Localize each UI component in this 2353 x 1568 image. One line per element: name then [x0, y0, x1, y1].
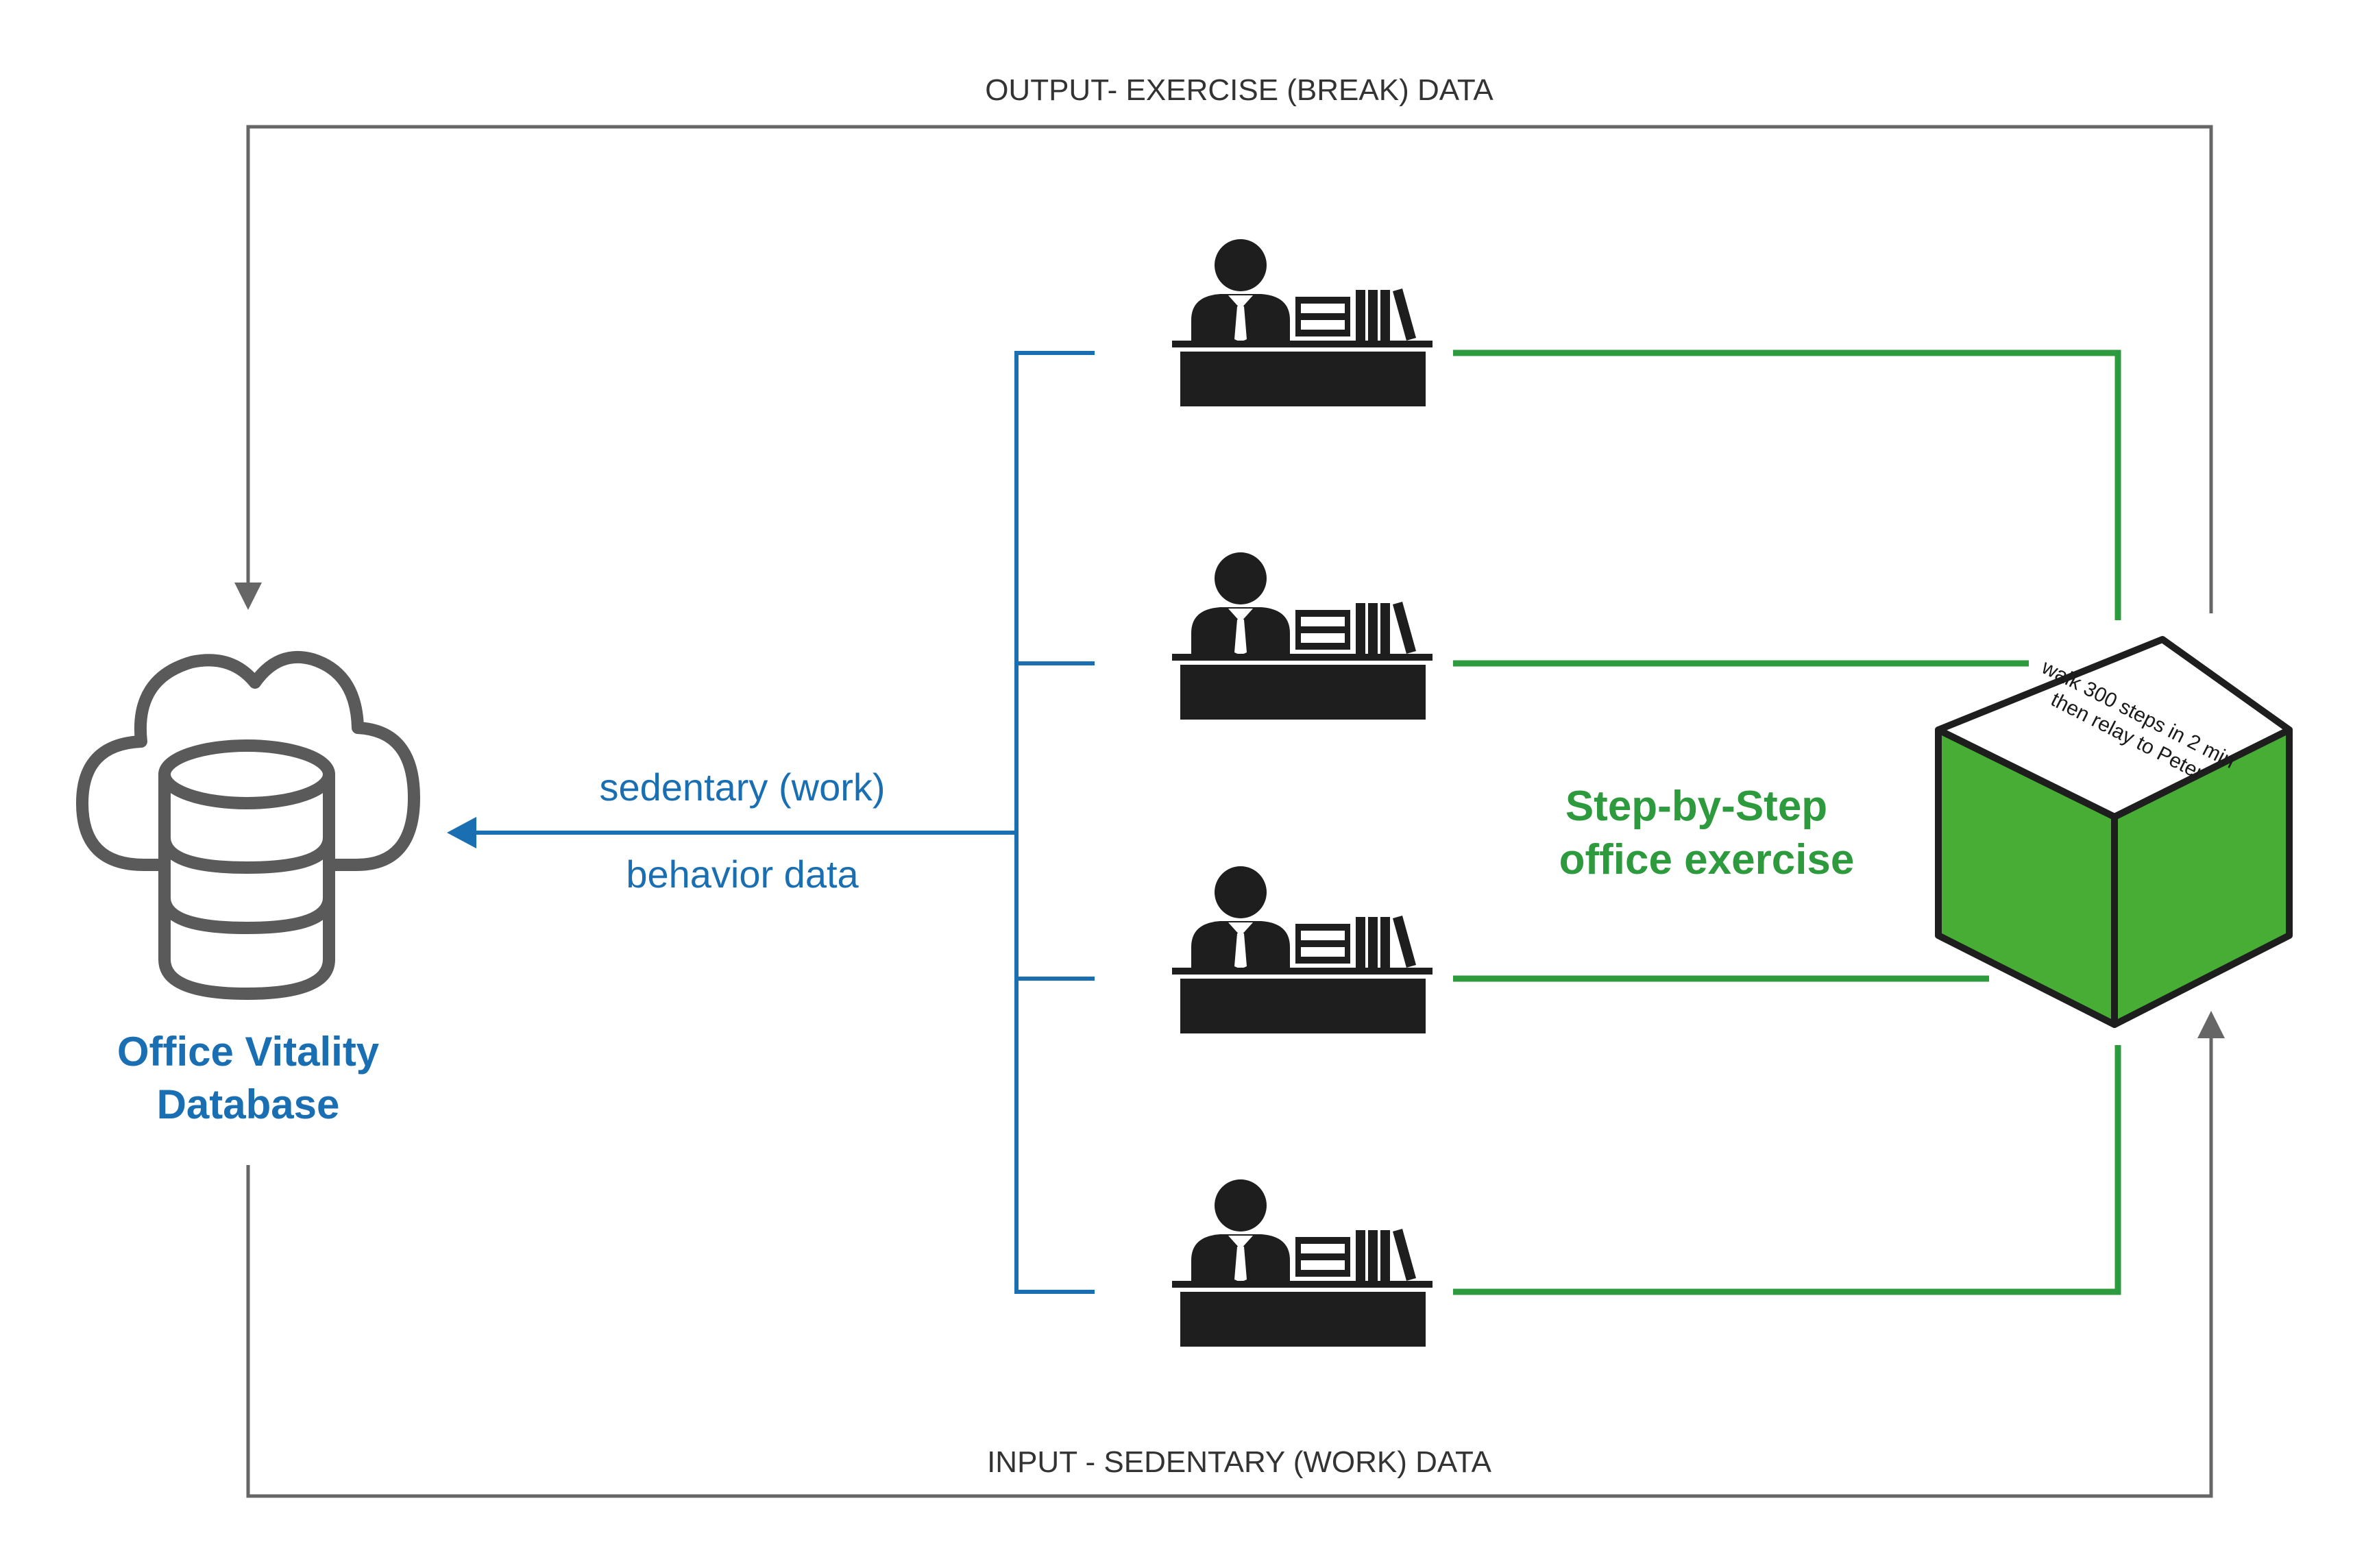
input-loop — [246, 1011, 2225, 1498]
database-label-line2: Database — [157, 1081, 340, 1127]
worker-4-icon — [1172, 1179, 1432, 1347]
output-arrow-line — [234, 125, 2213, 613]
database-icon — [76, 650, 420, 1000]
worker-icons — [1172, 239, 1432, 1347]
input-arrow-line — [246, 1011, 2225, 1498]
input-label: INPUT - SEDENTARY (WORK) DATA — [987, 1445, 1491, 1479]
output-loop — [234, 125, 2213, 613]
database-label-line1: Office Vitality — [117, 1029, 380, 1075]
sedentary-label-line1: sedentary (work) — [599, 765, 885, 809]
exercise-label-line2: office exercise — [1559, 836, 1855, 883]
output-label: OUTPUT- EXERCISE (BREAK) DATA — [985, 73, 1494, 107]
sedentary-label-line2: behavior data — [626, 853, 859, 896]
cube-right-face — [2111, 726, 2293, 1028]
worker-3-icon — [1172, 866, 1432, 1033]
exercise-cube — [1935, 636, 2293, 1028]
worker-2-icon — [1172, 552, 1432, 720]
cloud-icon — [76, 650, 420, 871]
blue-arrowhead — [447, 817, 476, 848]
blue-bracket — [473, 351, 1095, 1294]
database-cylinder-icon — [158, 739, 335, 1000]
worker-1-icon — [1172, 239, 1432, 406]
exercise-label-line1: Step-by-Step — [1565, 783, 1827, 830]
green-connectors — [1453, 350, 2121, 1295]
